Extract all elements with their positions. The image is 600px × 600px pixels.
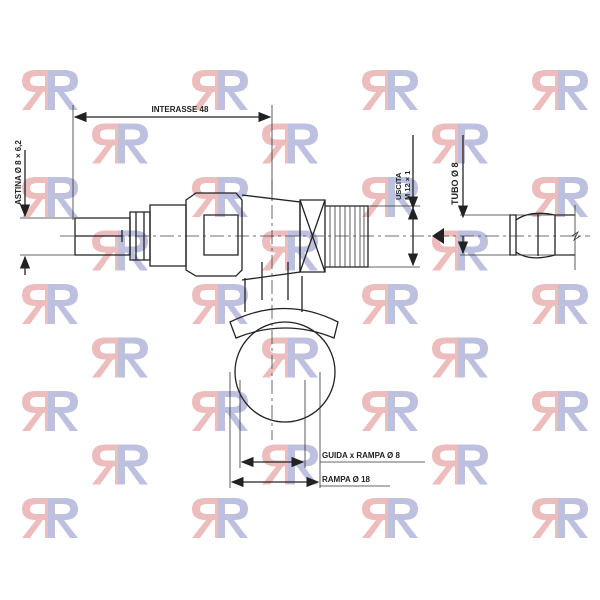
watermark-logo bbox=[192, 284, 248, 324]
watermark-logo bbox=[532, 177, 588, 217]
watermark-logo bbox=[432, 337, 488, 378]
tubo-label: TUBO Ø 8 bbox=[450, 162, 460, 205]
watermark-logo bbox=[92, 444, 148, 485]
watermark-logo bbox=[532, 391, 588, 431]
watermark-logo bbox=[262, 337, 318, 378]
watermark-logo bbox=[192, 70, 248, 110]
watermark-logo bbox=[22, 498, 78, 538]
watermark-logo bbox=[362, 498, 418, 538]
watermark-logo bbox=[192, 498, 248, 538]
watermark-logo bbox=[432, 444, 488, 485]
watermark-logo bbox=[432, 123, 488, 164]
watermark-logo bbox=[92, 337, 148, 378]
valve-drawing bbox=[60, 180, 590, 440]
watermark-logo bbox=[532, 70, 588, 110]
watermark-logo bbox=[262, 444, 318, 485]
astina-label: ASTINA Ø 8 × 6,2 bbox=[14, 140, 23, 205]
watermark-logo bbox=[362, 391, 418, 431]
watermark-logo bbox=[22, 177, 78, 217]
watermark-logo bbox=[362, 177, 418, 217]
watermark-logo bbox=[22, 70, 78, 110]
watermark-logo bbox=[362, 70, 418, 110]
watermark-logo bbox=[192, 177, 248, 217]
watermark-logo bbox=[92, 230, 148, 271]
watermark-logo bbox=[22, 391, 78, 431]
interasse-label: INTERASSE 48 bbox=[152, 105, 209, 114]
watermark-logo bbox=[192, 391, 248, 431]
watermark-logo bbox=[262, 230, 318, 271]
watermark-logo bbox=[532, 284, 588, 324]
watermark-logo bbox=[262, 123, 318, 164]
uscita-label: USCITA bbox=[394, 172, 403, 200]
watermark-layer bbox=[22, 70, 588, 538]
watermark-logo bbox=[92, 123, 148, 164]
rampa-label: RAMPA Ø 18 bbox=[322, 475, 371, 484]
guida-label: GUIDA x RAMPA Ø 8 bbox=[322, 451, 400, 460]
uscita-thread-label: M 12 × 1 bbox=[403, 171, 412, 200]
watermark-logo bbox=[532, 498, 588, 538]
watermark-logo bbox=[362, 284, 418, 324]
watermark-logo bbox=[22, 284, 78, 324]
dimension-lines bbox=[19, 105, 575, 488]
